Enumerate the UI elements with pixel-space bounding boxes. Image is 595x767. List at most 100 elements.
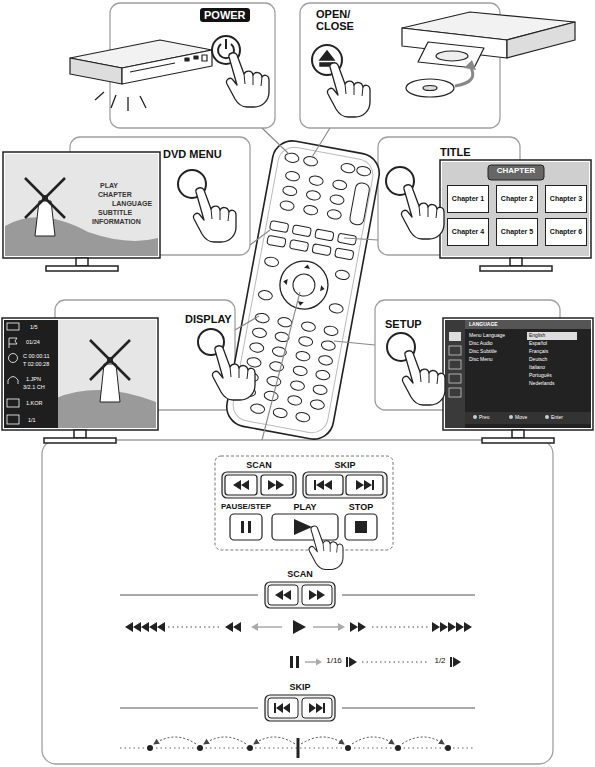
windmill-scene: [56, 320, 156, 428]
scan-diagram: [313, 626, 339, 628]
remote-control: [315, 229, 334, 241]
playback-buttons: [230, 514, 262, 540]
remote-control: [287, 395, 302, 406]
remote-control: [295, 350, 310, 361]
remote-control: [290, 380, 305, 391]
scan-diagram: [120, 582, 475, 634]
chapter-label: Chapter 5: [497, 219, 537, 245]
tv-monitor: [480, 266, 552, 271]
remote-control: [310, 399, 325, 410]
windmill-scene: [42, 195, 48, 201]
chapter-label: Chapter 4: [448, 219, 488, 245]
tv-monitor: [440, 160, 591, 271]
setup-screen: [449, 332, 461, 341]
scan-diagram: [432, 622, 472, 632]
tv-monitor: [74, 430, 86, 438]
tv-monitor: [5, 154, 158, 256]
remote-control: [250, 403, 265, 414]
remote-control: [303, 204, 318, 215]
chapter-box: Chapter 6: [545, 218, 587, 246]
pointing-hand: [194, 53, 445, 570]
remote-control: [279, 200, 294, 211]
menu-option: Français: [529, 349, 548, 355]
step-diagram: [296, 656, 299, 668]
remote-control: [340, 162, 355, 173]
windmill-scene: [56, 320, 156, 428]
dvd-player: [185, 58, 189, 61]
windmill-scene: [5, 178, 158, 256]
tv-monitor: [440, 160, 591, 258]
pointing-hand: [194, 188, 236, 242]
skip-diagram: [247, 745, 253, 751]
skip-diagram: [402, 737, 444, 744]
setup-screen: [445, 320, 591, 428]
remote-control: [312, 244, 331, 256]
osd-panel: [9, 338, 17, 348]
osd-value: 1/5: [30, 324, 38, 330]
chapter-box: Chapter 4: [447, 218, 489, 246]
scan-diagram: [338, 623, 345, 631]
callout-panel: OPEN/ CLOSE: [300, 3, 500, 128]
osd-panel: 1/501/24C 00:00:11T 02:00:281.JPN3/2.1 C…: [4, 320, 58, 428]
key-hint: Enter: [551, 415, 563, 421]
menu-heading: LANGUAGE: [469, 322, 498, 328]
skip-diagram: [352, 737, 394, 744]
menu-item: Menu Language: [469, 333, 505, 339]
skip-diagram: [345, 745, 351, 751]
remote-control: [335, 269, 350, 280]
remote-button: [320, 51, 334, 60]
chapter-banner: [488, 165, 544, 180]
remote-control: [303, 156, 318, 167]
leader-line: [334, 341, 375, 345]
menu-option: Italiano: [529, 365, 545, 371]
remote-control: [282, 185, 297, 196]
step-diagram: [349, 657, 357, 667]
tv-monitor: [44, 438, 116, 443]
chapter-box: Chapter 2: [496, 185, 538, 213]
button-name: SETUP: [385, 318, 422, 330]
playback-buttons: [225, 475, 257, 495]
dvd-player: [402, 12, 575, 97]
skip-diagram: [154, 737, 444, 744]
remote-control: [276, 257, 332, 313]
playback-buttons: [345, 514, 377, 540]
remote-control: [327, 209, 342, 220]
callout-panel: DVD MENU: [70, 137, 250, 255]
skip-diagram: [274, 703, 325, 713]
playback-buttons: [272, 514, 338, 540]
setup-screen: [527, 332, 577, 340]
leader-line: [262, 128, 289, 154]
pointing-hand: [213, 346, 255, 400]
scan-diagram: [225, 622, 241, 632]
scan-diagram: [256, 626, 282, 628]
title-screen: CHAPTERChapter 1Chapter 2Chapter 3Chapte…: [442, 162, 589, 256]
setup-screen: [449, 346, 461, 355]
skip-diagram: [147, 745, 153, 751]
tv-monitor: [76, 258, 88, 266]
remote-control: [273, 407, 288, 418]
pointing-hand: [309, 526, 343, 569]
remote-control: [293, 365, 308, 376]
button-name: DISPLAY: [185, 313, 232, 325]
tv-monitor: [46, 266, 118, 271]
setup-screen: [465, 412, 591, 424]
skip-diagram: [204, 737, 246, 744]
playback-buttons: [314, 480, 332, 490]
skip-diagram: [445, 745, 451, 751]
callout-panel: SETUP: [375, 300, 560, 410]
remote-control: [264, 256, 279, 267]
setup-screen: LANGUAGEMenu LanguageDisc AudioDisc Subt…: [445, 320, 591, 428]
osd-panel: [8, 377, 18, 385]
skip-diagram: [254, 737, 295, 744]
tv-monitor: [2, 318, 158, 443]
remote-control: [285, 170, 300, 181]
remote-control: [337, 233, 356, 245]
menu-option: Español: [529, 341, 547, 347]
remote-control: [332, 179, 347, 190]
remote-control: [269, 221, 288, 233]
leader-line: [262, 292, 300, 440]
skip-diagram: [120, 695, 475, 758]
menu-option: Nederlands: [529, 381, 555, 387]
playback-buttons: [294, 519, 312, 535]
leader-line: [235, 316, 259, 330]
